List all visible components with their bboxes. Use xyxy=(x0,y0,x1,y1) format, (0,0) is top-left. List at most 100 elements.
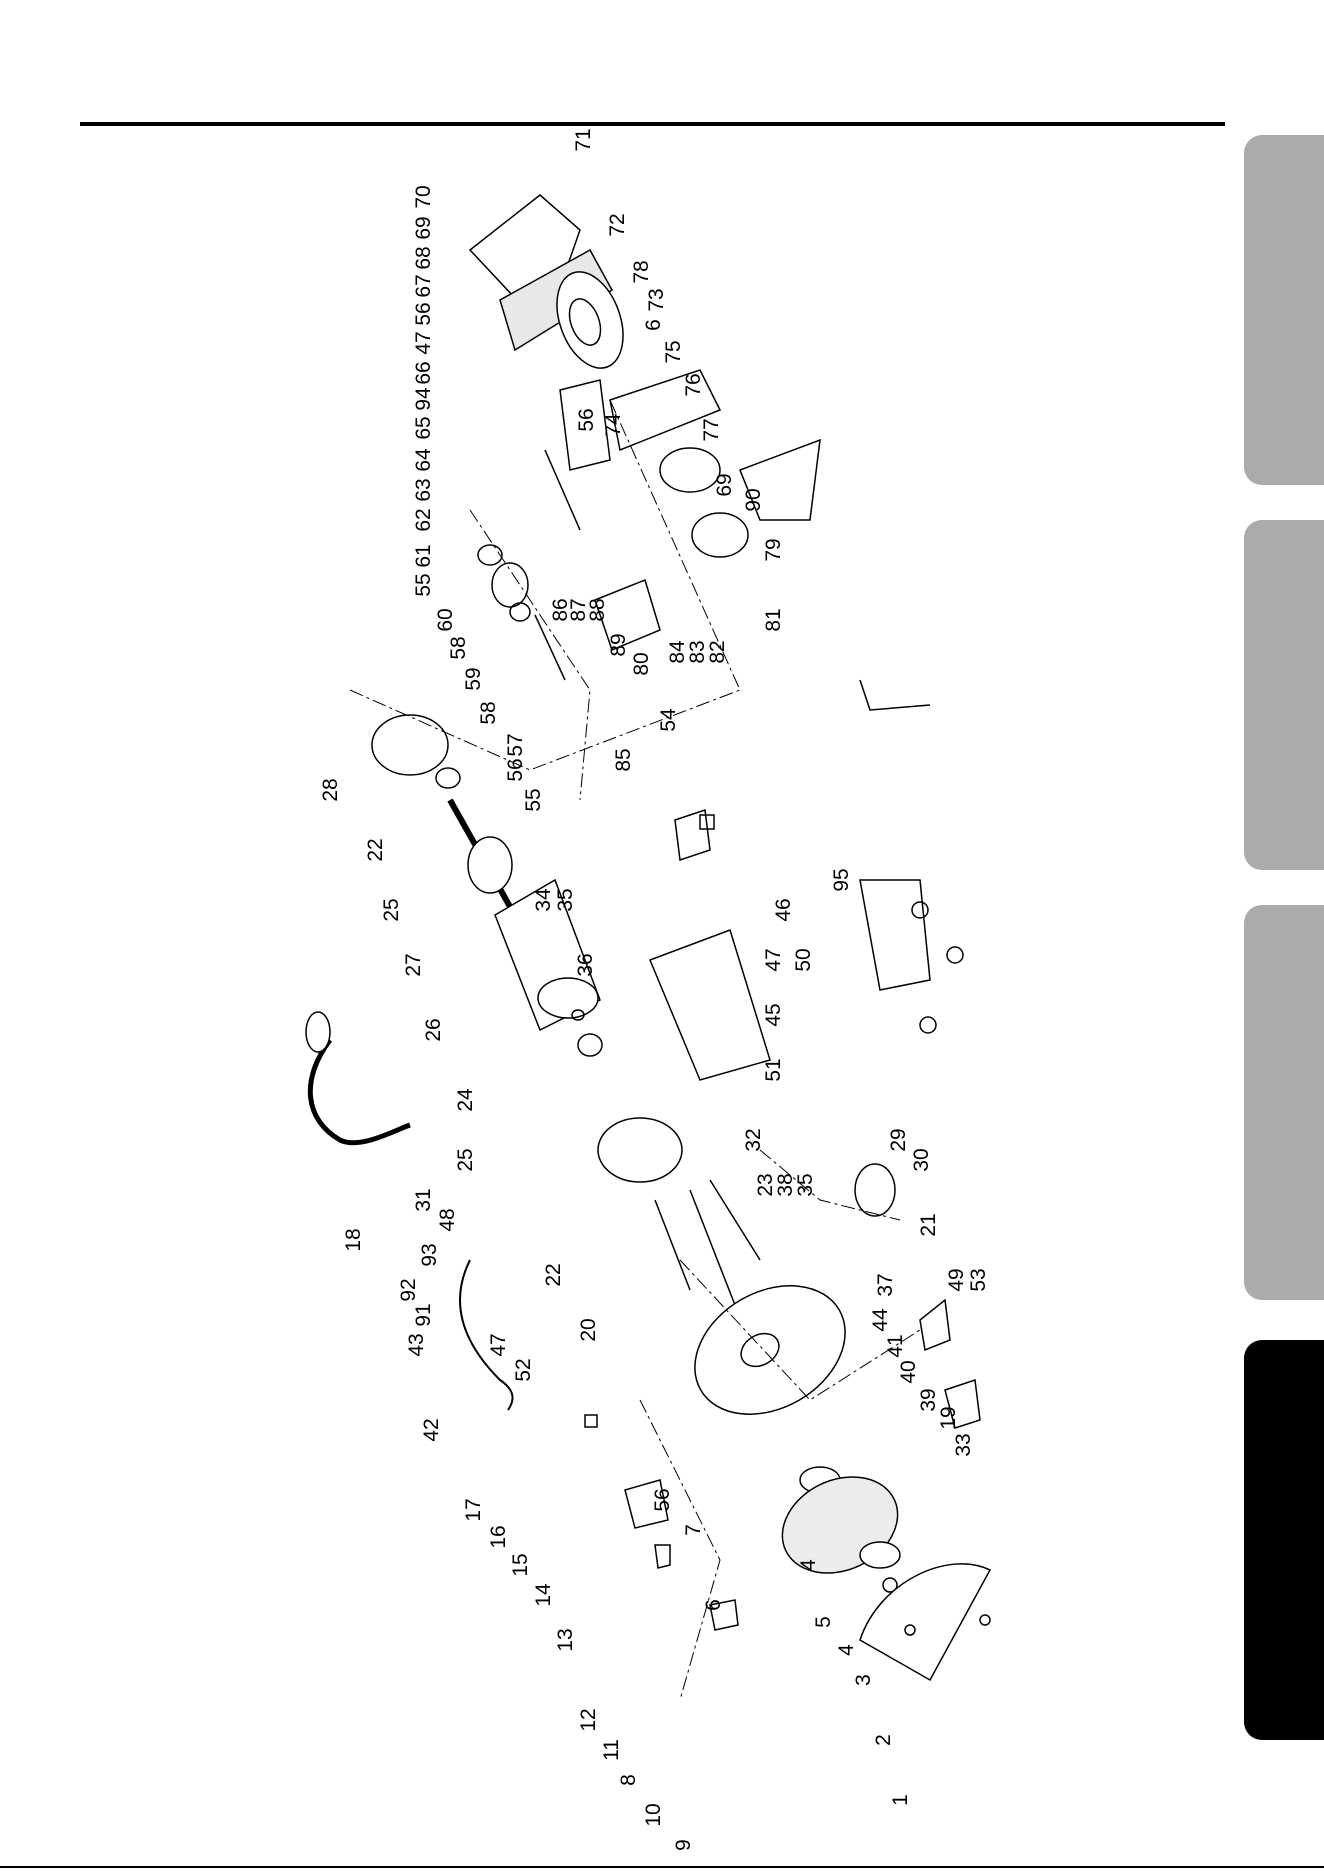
part-label-84: 84 xyxy=(666,640,689,664)
part-label-38: 38 xyxy=(774,1173,797,1196)
part-label-74: 74 xyxy=(602,413,625,437)
switch xyxy=(699,814,715,830)
part-label-4: 4 xyxy=(835,1644,858,1656)
part-label-32: 32 xyxy=(742,1128,765,1151)
capacitor xyxy=(854,1163,896,1217)
part-label-48: 48 xyxy=(436,1208,459,1231)
part-label-25: 25 xyxy=(380,898,403,921)
motor-housing-opening xyxy=(537,977,599,1019)
through-bolt xyxy=(709,1179,761,1261)
part-label-29: 29 xyxy=(887,1128,910,1151)
part-label-79: 79 xyxy=(762,538,785,561)
eye-shield xyxy=(624,1479,669,1529)
section-tab-parts-active[interactable] xyxy=(1244,1340,1324,1740)
part-label-46: 46 xyxy=(772,898,795,921)
part-label-83: 83 xyxy=(686,640,709,663)
part-label-33: 33 xyxy=(952,1433,975,1456)
part-label-36: 36 xyxy=(574,953,597,976)
belt-frame xyxy=(609,369,722,452)
part-label-35: 35 xyxy=(794,1173,817,1196)
shield-clamp xyxy=(709,1599,739,1631)
through-bolt xyxy=(689,1189,736,1306)
part-label-92: 92 xyxy=(397,1278,420,1301)
platen-bracket xyxy=(559,379,611,471)
part-label-20: 20 xyxy=(577,1318,600,1341)
part-label-56: 56 xyxy=(412,302,435,325)
part-label-6: 6 xyxy=(702,1599,725,1611)
part-label-78: 78 xyxy=(630,260,653,283)
part-label-54: 54 xyxy=(657,708,680,732)
part-label-59: 59 xyxy=(462,667,485,690)
part-label-91: 91 xyxy=(412,1303,435,1326)
part-label-72: 72 xyxy=(606,213,629,236)
belt-drive-wheel xyxy=(556,271,624,369)
armature xyxy=(467,836,513,894)
guard-screw xyxy=(904,1624,916,1636)
part-label-18: 18 xyxy=(342,1228,365,1251)
motor-end-cover-right xyxy=(597,1117,683,1183)
part-label-90: 90 xyxy=(742,488,765,511)
section-tab-1[interactable] xyxy=(1244,135,1324,485)
part-label-56: 56 xyxy=(504,758,527,781)
part-label-44: 44 xyxy=(869,1308,892,1332)
part-label-80: 80 xyxy=(630,652,653,675)
part-label-22: 22 xyxy=(364,838,387,861)
part-label-69: 69 xyxy=(713,473,736,496)
part-label-40: 40 xyxy=(897,1360,920,1383)
wheel-guard-inner xyxy=(694,1285,846,1415)
part-label-52: 52 xyxy=(512,1358,535,1381)
through-bolt xyxy=(654,1199,691,1291)
part-label-30: 30 xyxy=(910,1148,933,1171)
switch-plate xyxy=(674,808,711,862)
part-label-73: 73 xyxy=(645,288,668,311)
part-label-19: 19 xyxy=(937,1406,960,1429)
top-rule xyxy=(80,122,1225,126)
part-label-63: 63 xyxy=(412,478,435,501)
part-label-6: 6 xyxy=(642,319,665,331)
part-label-58: 58 xyxy=(477,701,500,724)
part-label-55: 55 xyxy=(412,573,435,596)
part-label-34: 34 xyxy=(532,888,555,912)
part-label-55: 55 xyxy=(522,788,545,811)
wheel-guard-hub xyxy=(740,1332,780,1368)
part-label-22: 22 xyxy=(542,1263,565,1286)
foot xyxy=(911,901,929,919)
part-number-labels: 7170696867564766946564636261557278736567… xyxy=(319,128,990,1851)
part-label-87: 87 xyxy=(567,598,590,621)
spindle-pulley xyxy=(491,562,529,608)
drive-wheel-hub xyxy=(568,298,602,346)
part-label-35: 35 xyxy=(554,888,577,911)
spindle-bearing-2 xyxy=(509,602,531,622)
part-label-58: 58 xyxy=(447,636,470,659)
part-label-56: 56 xyxy=(575,408,598,431)
part-label-94: 94 xyxy=(412,387,435,411)
power-cord xyxy=(459,1259,514,1411)
wheel-guard-outer xyxy=(859,1563,992,1682)
sander-guard xyxy=(739,438,821,521)
part-label-21: 21 xyxy=(917,1213,940,1236)
part-label-14: 14 xyxy=(532,1583,555,1607)
part-label-67: 67 xyxy=(412,274,435,297)
part-label-93: 93 xyxy=(418,1243,441,1266)
section-tab-3[interactable] xyxy=(1244,905,1324,1300)
part-label-56: 56 xyxy=(651,1488,674,1511)
part-label-24: 24 xyxy=(454,1088,477,1112)
part-label-81: 81 xyxy=(762,608,785,631)
assembly-leader-lines xyxy=(349,399,921,1701)
part-label-70: 70 xyxy=(412,185,435,208)
part-label-69: 69 xyxy=(412,216,435,239)
part-label-49: 49 xyxy=(945,1268,968,1291)
part-label-82: 82 xyxy=(706,640,729,663)
part-label-86: 86 xyxy=(549,598,572,621)
tension-rod xyxy=(544,449,581,531)
part-label-8: 8 xyxy=(617,1774,640,1786)
part-label-26: 26 xyxy=(422,1018,445,1041)
side-cover-disc xyxy=(691,512,749,558)
part-label-27: 27 xyxy=(402,953,425,976)
section-tab-2[interactable] xyxy=(1244,520,1324,870)
part-label-11: 11 xyxy=(600,1739,623,1761)
part-label-1: 1 xyxy=(889,1794,912,1806)
wheel-flange-inner xyxy=(859,1541,901,1569)
part-label-17: 17 xyxy=(462,1498,485,1521)
